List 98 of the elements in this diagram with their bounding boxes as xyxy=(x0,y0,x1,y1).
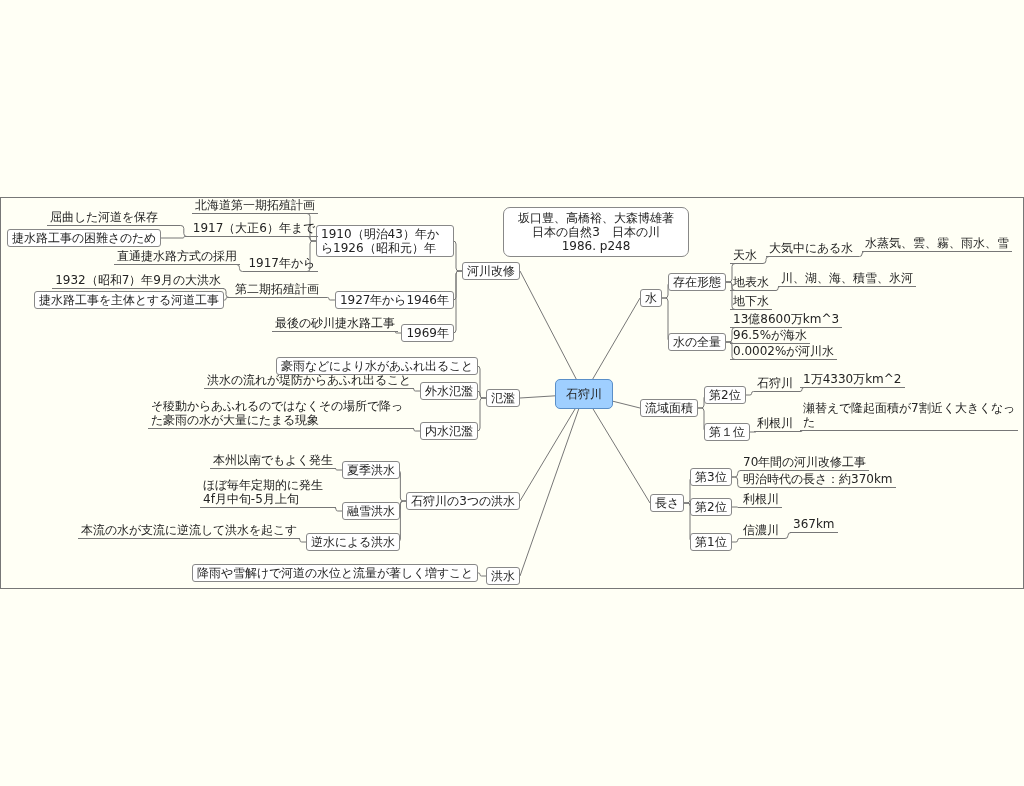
citation-line: 日本の自然3 日本の川 xyxy=(531,225,661,239)
connector-line xyxy=(781,532,792,539)
topic-label: 1932（昭和7）年9月の大洪水 xyxy=(52,273,224,289)
connector-line xyxy=(612,400,641,409)
citation-line: 坂口豊、高橋裕、大森博雄著 xyxy=(518,211,674,225)
connector-line xyxy=(661,297,672,343)
topic-label: 第二期拓殖計画 xyxy=(232,282,322,298)
topic-label: そ稜動からあふれるのではなくその場所で降った豪雨の水が大量にたまる現象 xyxy=(148,399,414,429)
connector-line xyxy=(297,538,307,543)
topic-label: 本州以南でもよく発生 xyxy=(210,453,336,469)
topic-box: 夏季洪水 xyxy=(342,461,400,479)
connector-line xyxy=(683,502,694,543)
topic-box: 河川改修 xyxy=(462,262,520,280)
topic-box: 1927年から1946年 xyxy=(334,291,454,309)
connector-line xyxy=(725,281,736,310)
connector-line xyxy=(306,240,319,272)
central-topic-box: 石狩川 xyxy=(555,379,613,409)
topic-box: 水の全量 xyxy=(668,333,726,351)
connector-line xyxy=(235,264,246,272)
topic-label: 明治時代の長さ：約370km xyxy=(740,472,896,488)
topic-box: 存在形態 xyxy=(668,273,726,291)
topic-label: 1万4330万km^2 xyxy=(800,372,905,388)
topic-box: 洪水 xyxy=(486,567,520,585)
topic-box: 長さ xyxy=(650,494,684,512)
connector-line xyxy=(452,270,463,334)
connector-line xyxy=(519,408,576,502)
connector-line xyxy=(795,430,803,432)
connector-line xyxy=(697,407,708,433)
topic-box: 第１位 xyxy=(704,423,750,441)
connector-line xyxy=(745,391,755,396)
topic-label: 利根川 xyxy=(754,416,796,432)
citation-line: 1986. p248 xyxy=(560,239,632,253)
connector-line xyxy=(321,297,336,301)
topic-box: 流域面積 xyxy=(640,399,698,417)
connector-line xyxy=(333,507,343,512)
topic-label: 大気中にある水 xyxy=(766,241,856,257)
connector-line xyxy=(731,506,741,508)
topic-label: 1917（大正6）年まで xyxy=(189,221,318,237)
topic-box: 氾濫 xyxy=(486,389,520,407)
topic-label: 70年間の河川改修工事 xyxy=(740,455,870,471)
topic-box: 第1位 xyxy=(690,533,732,551)
topic-box: 降雨や雪解けで河道の水位と流量が著しく増すこと xyxy=(192,564,478,582)
topic-label: 1917年から xyxy=(245,256,318,272)
connector-line xyxy=(592,408,651,504)
topic-label: 96.5%が海水 xyxy=(730,328,811,344)
topic-box: 第2位 xyxy=(690,498,732,516)
connector-line xyxy=(476,397,487,432)
connector-line xyxy=(855,251,865,257)
topic-label: 利根川 xyxy=(740,492,782,508)
topic-label: ほぼ毎年定期的に発生 4f月中旬-5月上旬 xyxy=(200,478,336,508)
topic-box: 外水氾濫 xyxy=(420,382,478,400)
connector-line xyxy=(519,408,580,577)
connector-line xyxy=(223,297,233,301)
topic-box: 逆水による洪水 xyxy=(306,533,400,551)
connector-line xyxy=(731,476,742,488)
topic-box: 内水氾濫 xyxy=(420,422,478,440)
connector-line xyxy=(592,297,641,380)
topic-label: 367km xyxy=(790,517,838,533)
topic-label: 水蒸気、雲、霧、雨水、雪 xyxy=(862,236,1012,252)
topic-label: 13億8600万km^3 xyxy=(730,312,843,328)
topic-label: 北海道第一期拓殖計画 xyxy=(192,198,318,214)
topic-label: 瀬替えで隆起面積が7割近く大きくなった xyxy=(800,401,1018,431)
connector-line xyxy=(519,395,556,399)
topic-label: 信濃川 xyxy=(740,523,782,539)
connector-line xyxy=(795,387,805,392)
connector-line xyxy=(771,286,781,291)
topic-box: 第3位 xyxy=(690,468,732,486)
topic-label: 石狩川 xyxy=(754,376,796,392)
topic-box: 1969年 xyxy=(401,324,454,342)
citation-box xyxy=(503,207,689,257)
connector-line xyxy=(412,428,421,432)
topic-label: 川、湖、海、積雪、氷河 xyxy=(778,271,916,287)
connector-line xyxy=(394,331,402,334)
topic-box: 1910（明治43）年から1926（昭和元）年 xyxy=(316,225,454,257)
topic-label: 屈曲した河道を保存 xyxy=(47,210,161,226)
connector-line xyxy=(412,388,421,392)
topic-box: 第2位 xyxy=(704,386,746,404)
topic-box: 捷水路工事の困難さのため xyxy=(7,229,161,247)
connector-line xyxy=(725,341,736,360)
connector-line xyxy=(759,256,770,264)
topic-label: 本流の水が支流に逆流して洪水を起こす xyxy=(78,523,300,539)
topic-label: 直通捷水路方式の採用 xyxy=(114,249,240,265)
topic-box: 融雪洪水 xyxy=(342,502,400,520)
topic-label: 天水 xyxy=(730,248,760,264)
topic-label: 地下水 xyxy=(730,294,772,310)
topic-box: 石狩川の3つの洪水 xyxy=(406,492,520,510)
topic-label: 地表水 xyxy=(730,275,772,291)
topic-label: 洪水の流れが堤防からあふれ出ること xyxy=(204,373,414,389)
topic-box: 豪雨などにより水があふれ出ること xyxy=(276,357,478,375)
connector-line xyxy=(731,538,741,543)
connector-line xyxy=(477,572,487,577)
topic-label: 0.0002%が河川水 xyxy=(730,344,838,360)
topic-box: 捷水路工事を主体とする河道工事 xyxy=(34,291,224,309)
topic-label: 最後の砂川捷水路工事 xyxy=(272,316,398,332)
topic-box: 水 xyxy=(640,289,662,307)
connector-line xyxy=(749,431,757,433)
connector-line xyxy=(334,468,343,471)
connector-line xyxy=(160,236,191,239)
